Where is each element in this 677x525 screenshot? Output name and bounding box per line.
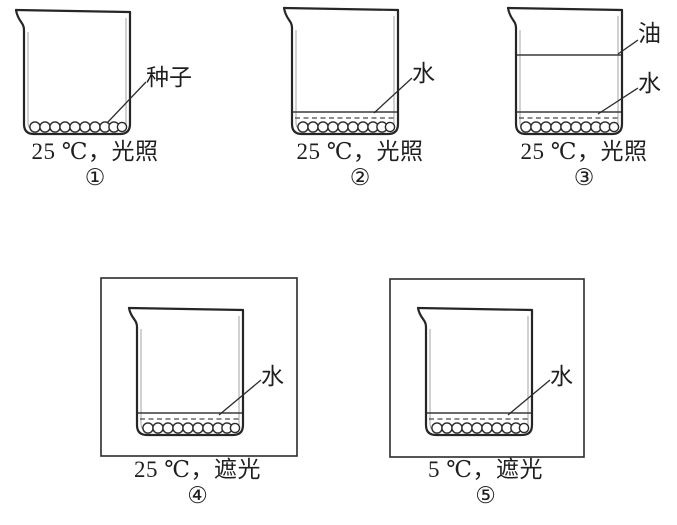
beaker-2-drawing xyxy=(282,6,413,136)
setup-3-group: 油 水 25 ℃，光照 ③ xyxy=(486,0,677,200)
seed-row xyxy=(142,422,241,434)
beaker-3-drawing xyxy=(506,6,639,136)
setup-3-numeral: ③ xyxy=(573,165,595,191)
water-leader-line-5 xyxy=(507,379,551,416)
water-leader-line-4 xyxy=(218,379,262,416)
setup-1-numeral: ① xyxy=(84,165,106,191)
beaker-1-drawing xyxy=(14,8,147,136)
setup-2-numeral: ② xyxy=(349,165,371,191)
water-leader-line-2 xyxy=(373,77,413,114)
setup-2-condition: 25 ℃，光照 xyxy=(296,139,424,164)
setup-3-caption: 25 ℃，光照 ③ xyxy=(486,139,677,193)
seed-row xyxy=(520,121,620,133)
seed-label: 种子 xyxy=(146,65,192,90)
setup-1-caption: 25 ℃，光照 ① xyxy=(0,139,190,193)
setup-4-caption: 25 ℃，遮光 ④ xyxy=(95,457,300,511)
oil-leader-line xyxy=(617,39,639,55)
setup-2-group: 水 25 ℃，光照 ② xyxy=(262,0,502,200)
water-leader-line-3 xyxy=(597,87,639,115)
setup-5-numeral: ⑤ xyxy=(475,483,496,509)
water-label: 水 xyxy=(412,61,435,86)
oil-label: 油 xyxy=(638,21,661,46)
setup-4-condition: 25 ℃，遮光 xyxy=(134,457,261,482)
beaker-5-drawing xyxy=(389,278,585,458)
setup-3-condition: 25 ℃，光照 xyxy=(520,139,648,164)
setup-4-group: 水 25 ℃，遮光 ④ xyxy=(95,270,325,525)
water-label: 水 xyxy=(638,71,661,96)
water-label: 水 xyxy=(550,364,573,389)
setup-4-numeral: ④ xyxy=(187,483,208,509)
seed-leader-line xyxy=(106,81,147,124)
setup-5-condition: 5 ℃，遮光 xyxy=(428,457,543,482)
setup-2-caption: 25 ℃，光照 ② xyxy=(262,139,458,193)
setup-5-caption: 5 ℃，遮光 ⑤ xyxy=(384,457,587,511)
beaker-4-drawing xyxy=(100,277,298,457)
seed-row xyxy=(29,121,128,133)
setup-1-group: 种子 25 ℃，光照 ① xyxy=(0,0,250,200)
shade-box-5 xyxy=(389,278,585,458)
setup-1-condition: 25 ℃，光照 xyxy=(31,139,159,164)
setup-5-group: 水 5 ℃，遮光 ⑤ xyxy=(384,270,614,525)
seed-row xyxy=(431,422,530,434)
shade-box-4 xyxy=(100,277,298,457)
water-label: 水 xyxy=(261,364,284,389)
seed-row xyxy=(297,121,396,133)
